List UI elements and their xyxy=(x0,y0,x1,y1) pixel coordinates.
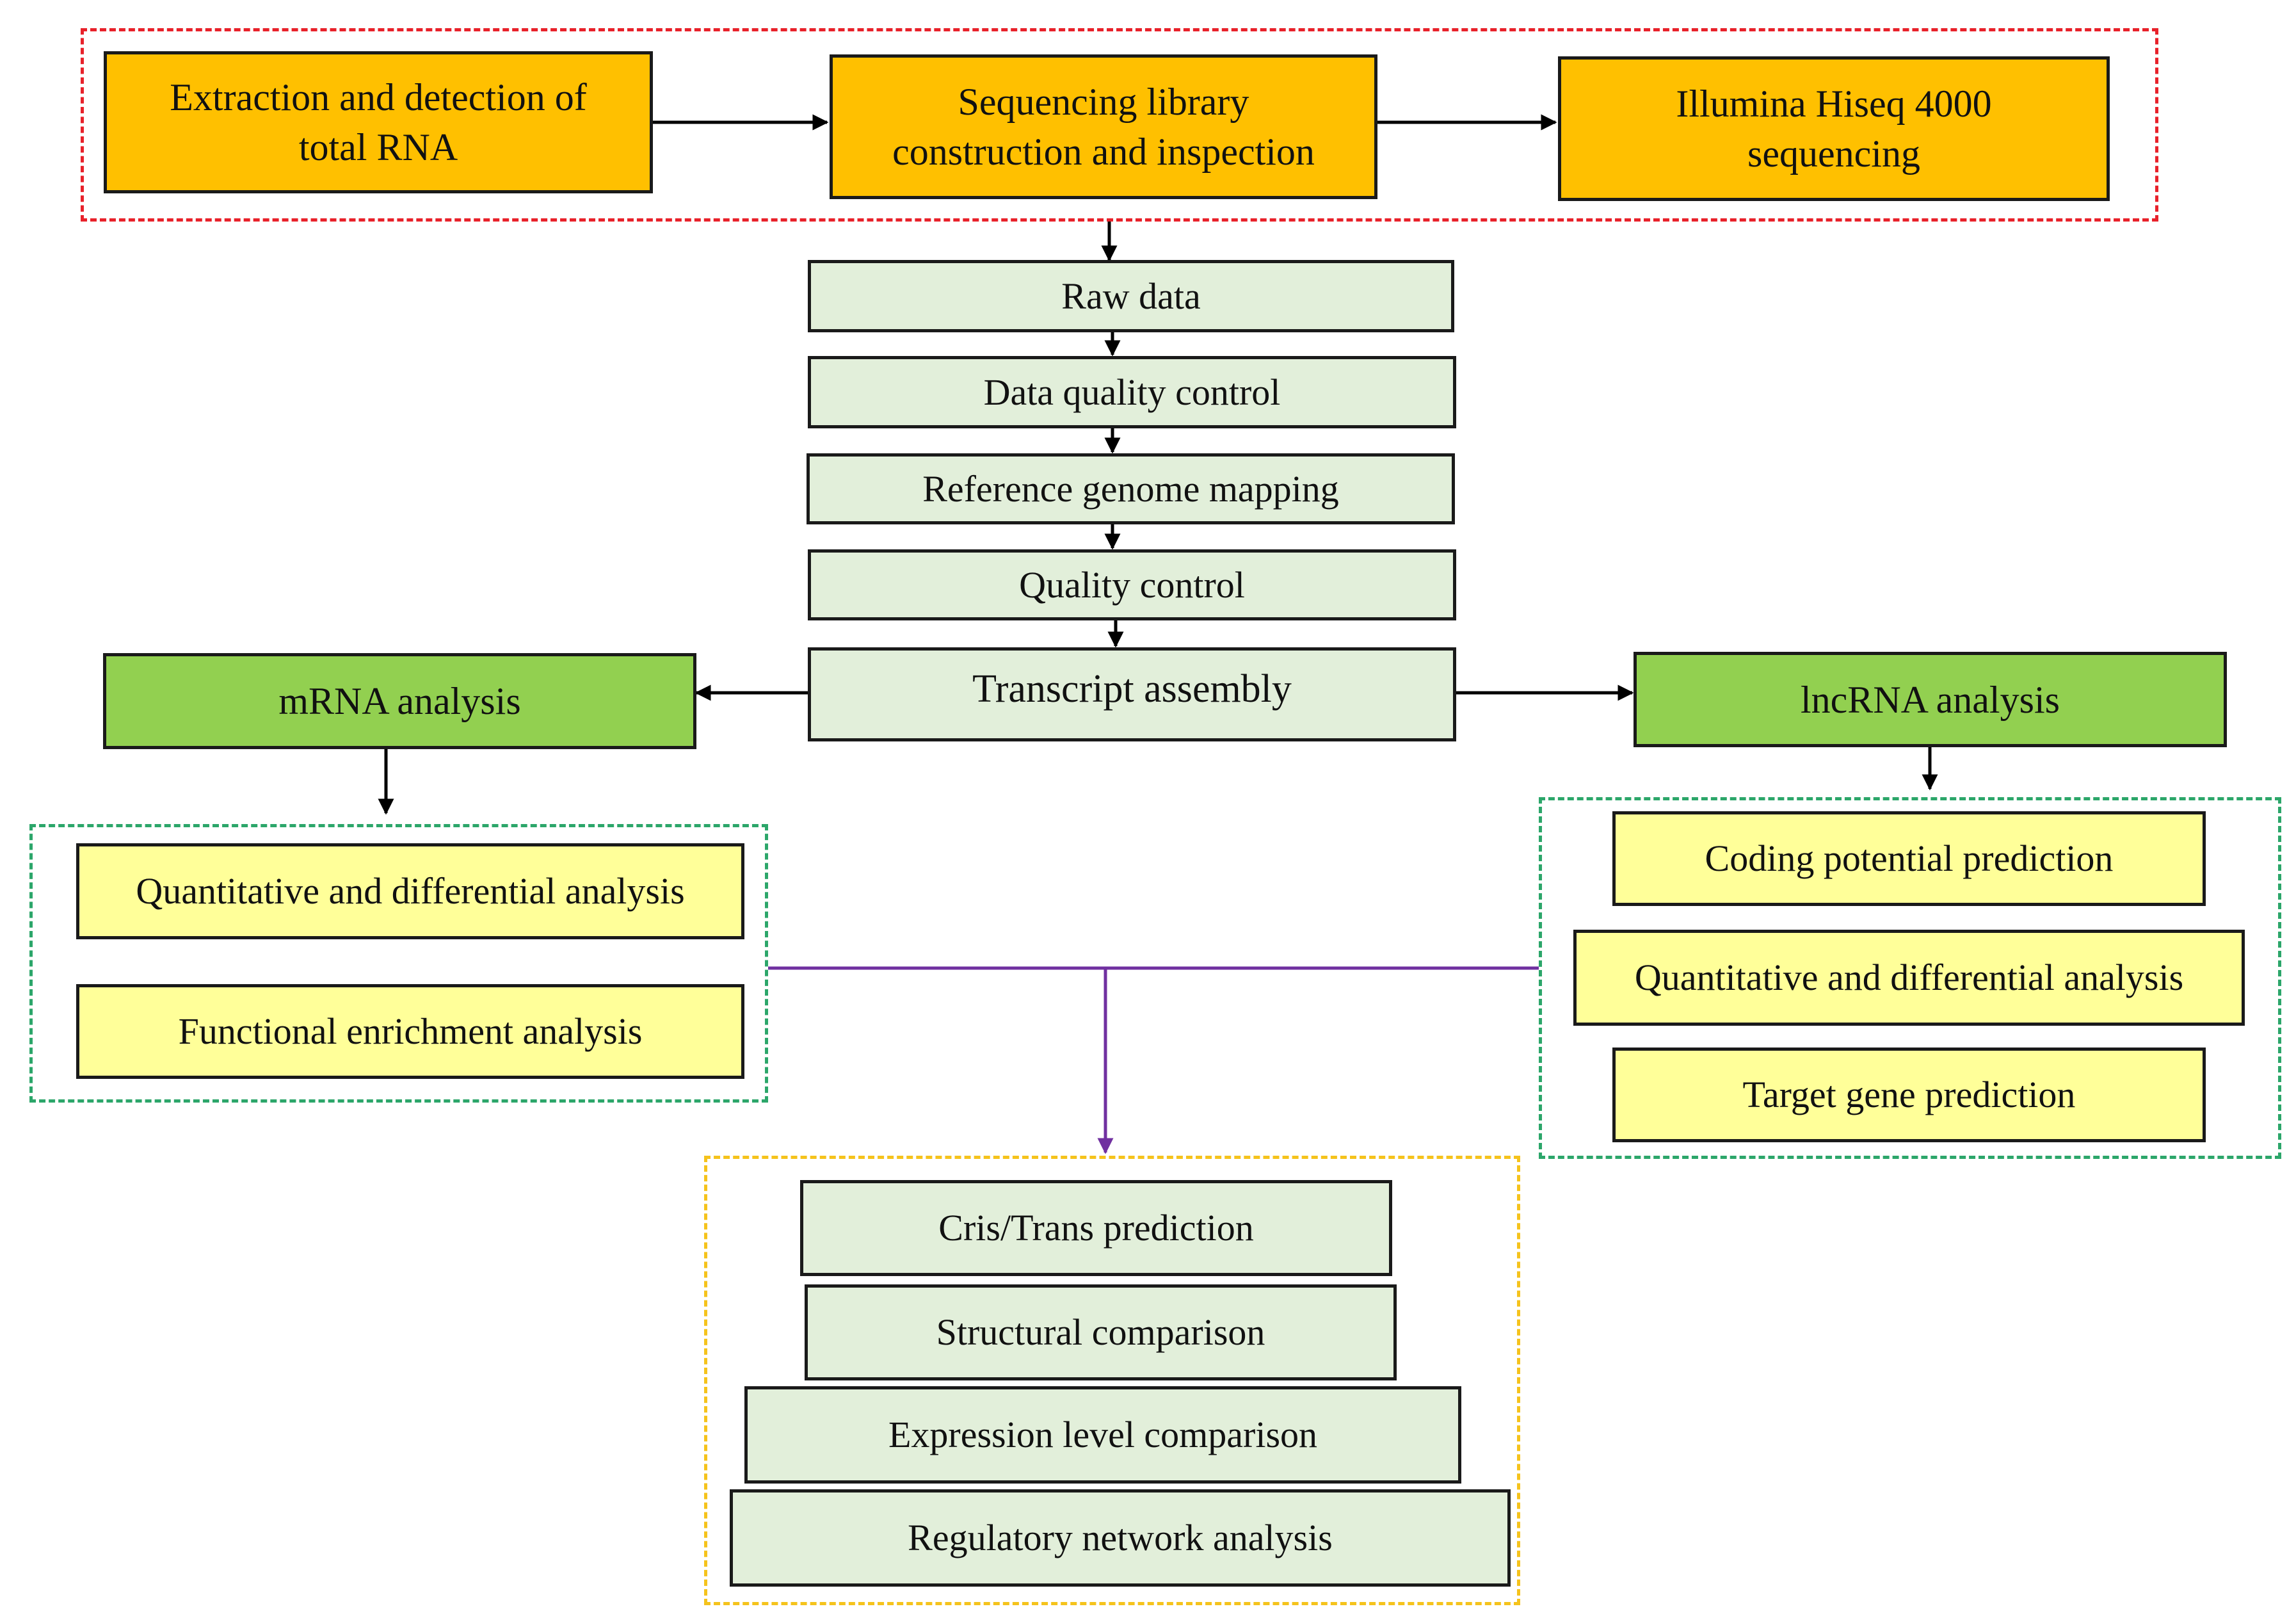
extraction-box: Extraction and detection of total RNA xyxy=(104,51,653,193)
lncrna-analysis-box: lncRNA analysis xyxy=(1634,652,2227,747)
data-qc-label: Data quality control xyxy=(983,371,1281,413)
library-box: Sequencing library construction and insp… xyxy=(830,54,1377,199)
mrna-task-group-frame xyxy=(29,824,768,1103)
lncrna-analysis-label: lncRNA analysis xyxy=(1801,678,2060,721)
lncrna-quantitative-label: Quantitative and differential analysis xyxy=(1634,957,2184,999)
lncrna-target-label: Target gene prediction xyxy=(1742,1074,2076,1116)
lncrna-coding-label: Coding potential prediction xyxy=(1705,837,2114,880)
lncrna-coding-box: Coding potential prediction xyxy=(1612,811,2206,906)
integration-group-frame xyxy=(704,1156,1520,1605)
data-qc-box: Data quality control xyxy=(808,356,1456,428)
mrna-quantitative-label: Quantitative and differential analysis xyxy=(136,870,685,912)
qc-box: Quality control xyxy=(808,549,1456,620)
structural-box: Structural comparison xyxy=(805,1284,1397,1380)
regulatory-label: Regulatory network analysis xyxy=(908,1517,1333,1559)
mrna-enrichment-label: Functional enrichment analysis xyxy=(178,1010,643,1053)
platform-label: Illumina Hiseq 4000 sequencing xyxy=(1676,83,1992,175)
library-label: Sequencing library construction and insp… xyxy=(892,81,1315,173)
lncrna-target-box: Target gene prediction xyxy=(1612,1048,2206,1142)
mrna-quantitative-box: Quantitative and differential analysis xyxy=(76,843,744,939)
lncrna-quantitative-box: Quantitative and differential analysis xyxy=(1573,930,2245,1026)
structural-label: Structural comparison xyxy=(936,1311,1265,1354)
assembly-box: Transcript assembly xyxy=(808,647,1456,741)
extraction-label: Extraction and detection of total RNA xyxy=(170,76,587,168)
raw-data-box: Raw data xyxy=(808,260,1454,332)
expression-label: Expression level comparison xyxy=(888,1414,1318,1456)
lncrna-task-group-frame xyxy=(1539,797,2281,1159)
mrna-enrichment-box: Functional enrichment analysis xyxy=(76,984,744,1079)
sequencing-group-frame xyxy=(81,28,2158,222)
cis-trans-box: Cris/Trans prediction xyxy=(800,1180,1392,1276)
qc-label: Quality control xyxy=(1019,563,1245,606)
mrna-analysis-box: mRNA analysis xyxy=(103,653,696,749)
expression-box: Expression level comparison xyxy=(744,1386,1461,1484)
raw-data-label: Raw data xyxy=(1061,275,1201,317)
cis-trans-label: Cris/Trans prediction xyxy=(938,1207,1254,1249)
platform-box: Illumina Hiseq 4000 sequencing xyxy=(1558,56,2110,201)
mapping-label: Reference genome mapping xyxy=(922,467,1339,510)
mrna-analysis-label: mRNA analysis xyxy=(278,680,521,722)
regulatory-box: Regulatory network analysis xyxy=(730,1489,1511,1587)
mapping-box: Reference genome mapping xyxy=(807,453,1455,524)
assembly-label: Transcript assembly xyxy=(972,667,1292,711)
